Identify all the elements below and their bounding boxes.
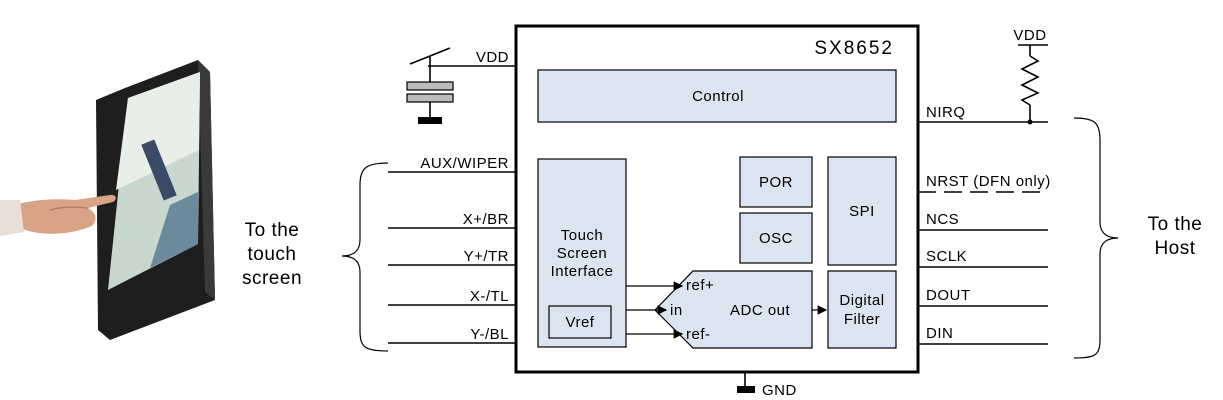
adc-ref-minus: ref- bbox=[686, 326, 711, 343]
right-group-line-2: Host bbox=[1154, 238, 1195, 259]
control-block bbox=[537, 69, 897, 123]
pin-y-plus: Y+/TR bbox=[464, 248, 509, 265]
por-label: POR bbox=[759, 174, 793, 191]
adc-ref-plus: ref+ bbox=[686, 277, 714, 294]
spi-label: SPI bbox=[849, 203, 875, 220]
pin-y-minus: Y-/BL bbox=[470, 326, 509, 343]
por-block bbox=[739, 156, 813, 208]
touch-interface-label-2: Screen bbox=[557, 245, 608, 262]
left-group-line-2: touch bbox=[248, 244, 297, 265]
spi-block bbox=[827, 156, 897, 266]
pin-aux-wiper: AUX/WIPER bbox=[420, 155, 509, 172]
digital-filter-block bbox=[827, 270, 897, 349]
digital-filter-label-2: Filter bbox=[844, 311, 880, 328]
vref-block bbox=[548, 305, 612, 339]
left-pin-wires bbox=[388, 65, 516, 344]
osc-block bbox=[739, 212, 813, 264]
pin-nirq: NIRQ bbox=[926, 104, 966, 121]
left-group-line-1: To the bbox=[245, 220, 300, 241]
nirq-pullup-resistor bbox=[1018, 44, 1048, 125]
gnd-label: GND bbox=[762, 382, 797, 399]
right-group-line-1: To the bbox=[1148, 214, 1203, 235]
adc-block bbox=[654, 270, 813, 349]
pin-vdd-right: VDD bbox=[1013, 27, 1046, 44]
touchscreen-monitor-image bbox=[0, 60, 215, 340]
pin-x-minus: X-/TL bbox=[470, 288, 509, 305]
osc-label: OSC bbox=[759, 230, 793, 247]
right-pin-wires bbox=[918, 121, 1048, 345]
pin-nrst: NRST (DFN only) bbox=[926, 173, 1051, 190]
control-label: Control bbox=[692, 88, 744, 105]
left-brace bbox=[341, 162, 389, 352]
adc-out: ADC out bbox=[730, 302, 791, 319]
pin-vdd-left: VDD bbox=[476, 49, 509, 66]
digital-filter-label-1: Digital bbox=[839, 292, 884, 309]
pin-din: DIN bbox=[926, 325, 953, 342]
vref-label: Vref bbox=[566, 314, 595, 331]
left-group-line-3: screen bbox=[242, 268, 302, 289]
chip-name: SX8652 bbox=[814, 38, 894, 59]
pin-sclk: SCLK bbox=[926, 248, 967, 265]
adc-in: in bbox=[670, 302, 683, 319]
pin-ncs: NCS bbox=[926, 211, 959, 228]
touch-interface-label-1: Touch bbox=[561, 227, 604, 244]
pin-dout: DOUT bbox=[926, 287, 971, 304]
vdd-capacitor-symbol bbox=[406, 47, 454, 124]
touch-interface-label-3: Interface bbox=[551, 263, 614, 280]
gnd-symbol bbox=[737, 386, 755, 393]
right-brace bbox=[1073, 117, 1119, 359]
pin-x-plus: X+/BR bbox=[463, 211, 509, 228]
